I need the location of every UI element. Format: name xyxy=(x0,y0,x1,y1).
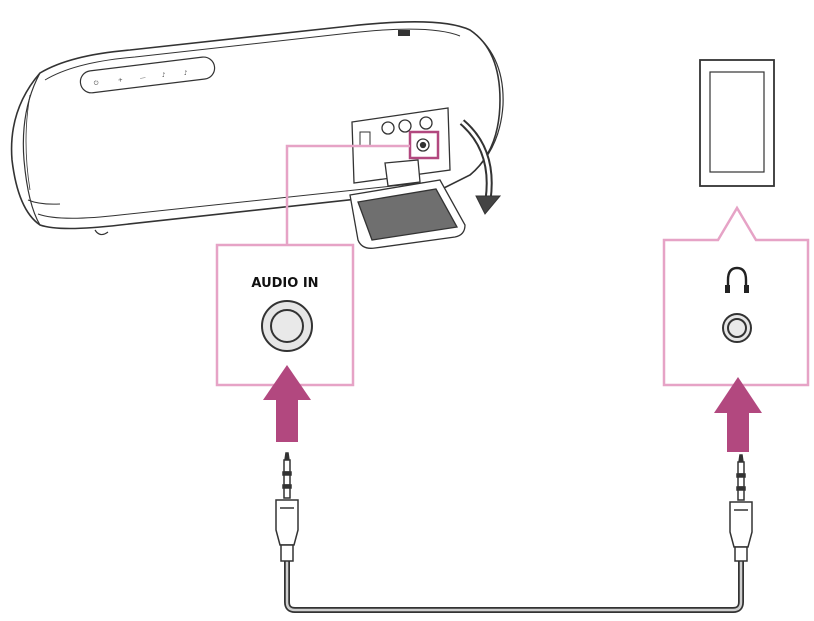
audio-in-label: AUDIO IN xyxy=(251,276,318,291)
volume-down-button-label: — xyxy=(139,74,146,82)
party-button-label: ♪ xyxy=(183,70,188,77)
open-cover-arrow xyxy=(459,119,502,215)
brand-mark xyxy=(398,30,410,36)
insert-arrow-right xyxy=(714,377,762,452)
headphones-icon xyxy=(725,266,749,293)
play-button-label: ♪ xyxy=(161,72,166,79)
insert-arrow-left xyxy=(263,365,311,442)
audio-in-callout: AUDIO IN xyxy=(215,243,355,387)
speaker-button-strip: ⏻ + — ♪ ♪ xyxy=(79,56,216,94)
jack-cover-flap xyxy=(349,159,466,249)
speaker-callout-line xyxy=(285,144,410,245)
headphone-callout xyxy=(662,205,810,387)
audio-cable xyxy=(284,560,744,613)
volume-up-button-label: + xyxy=(117,76,123,84)
device-screen xyxy=(709,71,765,173)
left-audio-plug xyxy=(275,452,299,562)
power-button-label: ⏻ xyxy=(93,79,99,87)
speaker-audio-in-jack[interactable] xyxy=(416,138,430,152)
right-audio-plug xyxy=(729,454,753,562)
audio-device xyxy=(699,59,775,187)
